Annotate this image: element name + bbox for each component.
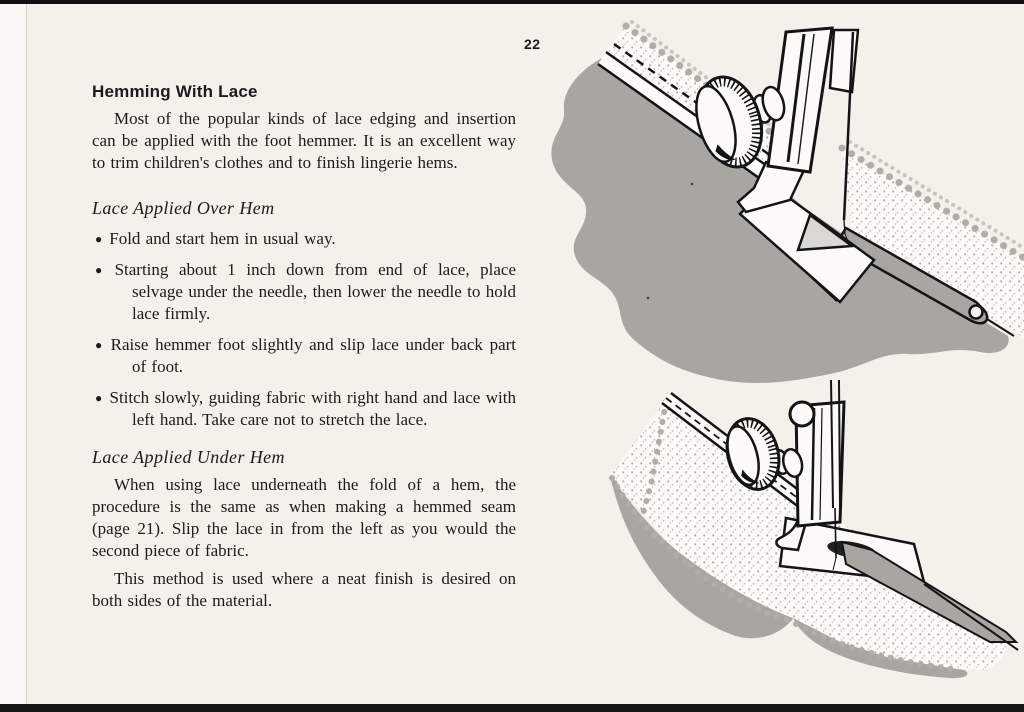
- scan-edge-top: [0, 0, 1024, 4]
- fabric-shadow-gray: [609, 475, 968, 679]
- needle-slot: [796, 212, 856, 252]
- body-paragraph: When using lace underneath the fold of a…: [92, 475, 516, 560]
- list-item-text: Raise hemmer foot slightly and slip lace…: [110, 335, 517, 376]
- list-item-text: Starting about 1 inch down from end of l…: [114, 260, 516, 323]
- list-item: ● Stitch slowly, guiding fabric with righ…: [92, 387, 516, 431]
- section-heading-lace-over-hem: Lace Applied Over Hem: [92, 198, 275, 218]
- list-item: ● Starting about 1 inch down from end of …: [92, 259, 516, 325]
- shank-clamp: [788, 400, 816, 428]
- page-binding-edge: [0, 4, 27, 704]
- stitch-line: [613, 42, 789, 170]
- thread: [844, 233, 850, 245]
- bullet-icon: ●: [95, 263, 108, 277]
- knurling: [698, 77, 762, 167]
- thread: [832, 557, 837, 571]
- section-heading-lace-under-hem: Lace Applied Under Hem: [92, 447, 285, 467]
- list-item: ● Fold and start hem in usual way.: [92, 228, 516, 250]
- knob-face: [726, 425, 760, 487]
- intro-paragraph: Most of the popular kinds of lace edging…: [92, 109, 516, 172]
- needle: [842, 31, 855, 245]
- bullet-icon: ●: [95, 232, 103, 246]
- list-item-text: Fold and start hem in usual way.: [109, 229, 336, 248]
- knob-face: [695, 84, 737, 163]
- text-column: Hemming With Lace Most of the popular ki…: [92, 82, 516, 612]
- bullet-icon: ●: [95, 391, 103, 405]
- page-title: Hemming With Lace: [92, 82, 258, 101]
- instruction-list: ● Fold and start hem in usual way. ● Start…: [92, 228, 516, 431]
- body-paragraph: This method is used where a neat finish …: [92, 569, 516, 610]
- thumbscrew-knob: [695, 75, 786, 169]
- illustration-lace-over-hem: [540, 0, 1024, 392]
- illustration-lace-under-hem: [540, 380, 1024, 712]
- hemmer-foot: [736, 26, 876, 304]
- list-item-text: Stitch slowly, guiding fabric with right…: [109, 388, 517, 429]
- bullet-icon: ●: [95, 338, 104, 352]
- list-item: ● Raise hemmer foot slightly and slip lac…: [92, 334, 516, 378]
- thumbscrew-knob: [725, 417, 804, 491]
- foot-heel: [775, 518, 808, 552]
- foot-shank: [766, 26, 834, 174]
- needle: [830, 380, 841, 571]
- scan-edge-bottom: [0, 704, 1024, 712]
- page-number: 22: [524, 36, 541, 52]
